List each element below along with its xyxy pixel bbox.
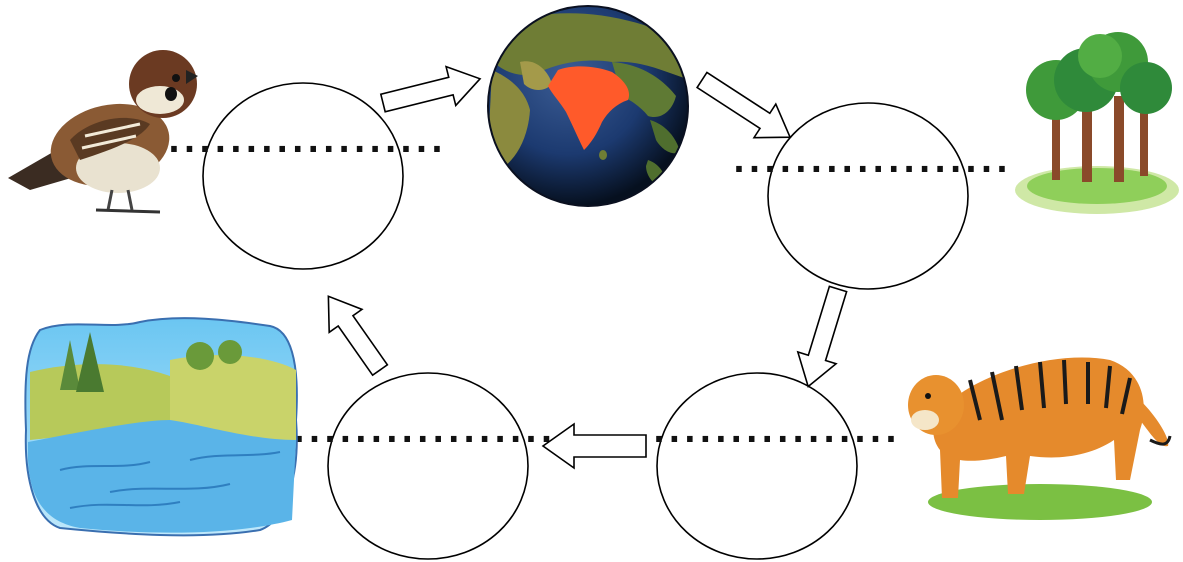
arrow-blank1-to-globe — [379, 65, 482, 113]
earth-globe — [487, 5, 689, 207]
india-region — [548, 66, 630, 150]
arrow-blank3-to-blank4 — [541, 422, 647, 470]
arrow-blank2-to-blank3 — [796, 285, 848, 388]
arrow-globe-to-blank2 — [695, 71, 792, 139]
blank-circle-1: .................. — [164, 82, 447, 270]
river-icon — [24, 317, 298, 537]
trees-icon — [1015, 32, 1179, 214]
sparrow-icon — [8, 50, 198, 214]
blank-circle-3: .................. — [618, 372, 901, 560]
blank-circle-4: .................. — [289, 372, 572, 560]
arrow-blank4-to-blank1 — [327, 295, 389, 377]
tiger-icon — [908, 357, 1172, 520]
blank-4-text: .................. — [289, 411, 567, 451]
blank-circle-2: .................. — [729, 102, 1012, 290]
blank-1-text: .................. — [164, 121, 442, 161]
blank-2-text: .................. — [729, 141, 1007, 181]
blank-3-text: .................. — [618, 411, 896, 451]
